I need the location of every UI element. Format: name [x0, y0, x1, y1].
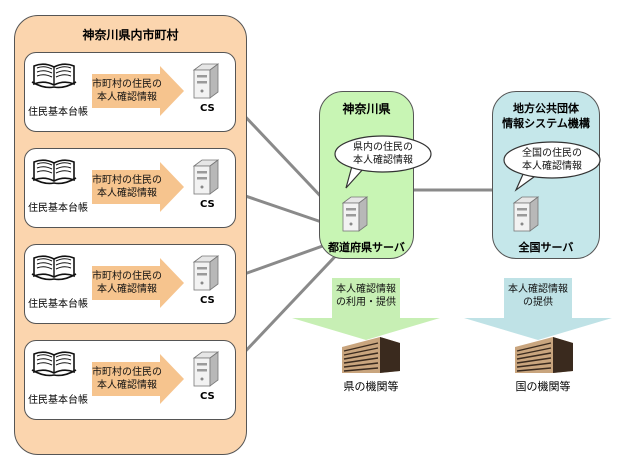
cs-label: CS: [200, 295, 215, 306]
arrow-label: 市町村の住民の本人確認情報: [92, 79, 162, 103]
book-label: 住民基本台帳: [28, 395, 88, 406]
prefecture-title: 神奈川県: [342, 102, 391, 116]
server-icon: [193, 255, 219, 291]
prefecture-down-arrow: [292, 278, 440, 340]
server-icon: [513, 196, 539, 232]
prefecture-org-label: 県の機関等: [343, 380, 399, 393]
national-arrow-label: 本人確認情報の提供: [508, 284, 568, 308]
prefecture-speech-bubble: [334, 135, 432, 189]
building-icon: [514, 336, 574, 374]
national-speech-bubble: [503, 141, 601, 192]
book-icon: [31, 159, 77, 185]
book-icon: [31, 63, 77, 89]
building-icon: [341, 336, 401, 374]
national-title-line-2: 情報システム機構: [502, 117, 590, 130]
server-icon: [193, 63, 219, 99]
cs-label: CS: [200, 391, 215, 402]
national-bubble-text: 全国の住民の本人確認情報: [522, 148, 582, 172]
arrow-label: 市町村の住民の本人確認情報: [92, 367, 162, 391]
cs-label: CS: [200, 199, 215, 210]
prefecture-bubble-text: 県内の住民の本人確認情報: [353, 142, 413, 166]
arrow-label: 市町村の住民の本人確認情報: [92, 175, 162, 199]
prefecture-arrow-label: 本人確認情報の利用・提供: [336, 284, 396, 308]
arrow-label: 市町村の住民の本人確認情報: [92, 271, 162, 295]
national-org-label: 国の機関等: [515, 380, 571, 393]
book-label: 住民基本台帳: [28, 107, 88, 118]
server-icon: [193, 159, 219, 195]
national-server-label: 全国サーバ: [518, 241, 574, 254]
book-label: 住民基本台帳: [28, 203, 88, 214]
book-icon: [31, 255, 77, 281]
server-icon: [342, 196, 368, 232]
national-title-line-1: 地方公共団体: [513, 102, 579, 115]
server-icon: [193, 351, 219, 387]
national-down-arrow: [464, 278, 612, 340]
book-icon: [31, 351, 77, 377]
prefecture-server-label: 都道府県サーバ: [328, 241, 405, 254]
book-label: 住民基本台帳: [28, 299, 88, 310]
prefecture-panel: 神奈川県 都道府県サーバ: [319, 91, 414, 259]
cs-label: CS: [200, 103, 215, 114]
municipal-title: 神奈川県内市町村: [82, 28, 179, 42]
